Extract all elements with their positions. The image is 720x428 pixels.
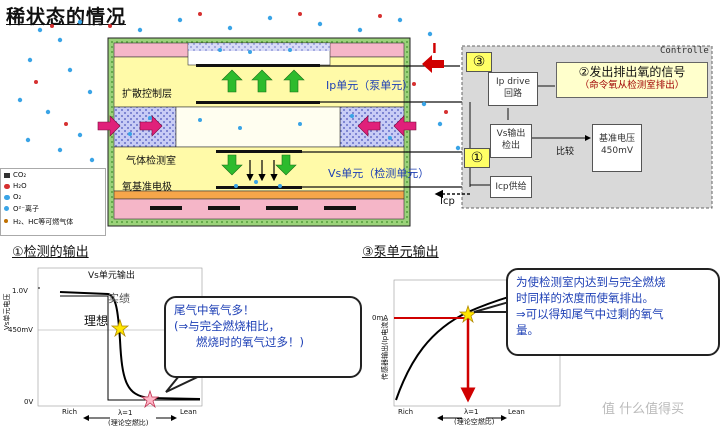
- vs-detect-line2: 检出: [501, 141, 520, 151]
- marker-3: ③: [466, 52, 492, 72]
- right-bubble-line3: ⇒可以得知尾气中过剩的氧气: [516, 307, 664, 321]
- tick-0ma: 0mA: [372, 314, 389, 322]
- label-actual: 实绩: [108, 292, 130, 305]
- page-title: 稀状态的情况: [6, 6, 127, 28]
- left-section-title: ①检测的输出: [12, 245, 89, 260]
- left-chart-title: Vs单元输出: [88, 271, 135, 281]
- ref-voltage-line1: 基准电压: [598, 134, 635, 144]
- compare-label: 比较: [556, 147, 575, 157]
- icp-label: Icp: [440, 196, 455, 207]
- right-bubble-line4: 量。: [516, 323, 539, 337]
- right-x-rich: Rich: [398, 408, 414, 416]
- icp-supply-box: Icp供给: [490, 176, 532, 198]
- ref-voltage-line2: 450mV: [600, 146, 634, 156]
- label-vs-cell: Vs单元（检测单元）: [328, 167, 430, 180]
- current-label: I: [432, 42, 437, 57]
- tick-450mv: 450mV: [8, 326, 33, 334]
- left-ylabel-text: Vs单元电压: [3, 293, 11, 330]
- vs-detect-line1: Vs输出: [496, 129, 526, 139]
- legend-combustible-icon: [4, 219, 8, 223]
- label-ip-cell: Ip单元（泵单元）: [326, 79, 414, 92]
- vs-detect-box: Vs输出 检出: [490, 124, 532, 158]
- label-diffusion: 扩散控制层: [122, 89, 172, 100]
- left-bubble-line2: (⇒与完全燃烧相比，: [174, 319, 281, 333]
- right-bubble-line1: 为使检测室内达到与完全燃烧: [516, 275, 666, 289]
- legend-o2-ion: O²⁻离子: [13, 205, 40, 213]
- controller-title: Controlle: [660, 46, 709, 56]
- right-ylabel-text: 传感器输出(Ip电流): [381, 319, 389, 380]
- left-lambda: λ=1: [118, 409, 133, 417]
- ip-drive-line1: Ip drive: [495, 77, 530, 87]
- ip-drive-box: Ip drive 回路: [488, 72, 538, 106]
- label-reference-electrode: 氧基准电极: [122, 182, 172, 193]
- left-lambda-sub: (理论空燃比): [108, 419, 149, 427]
- legend-ion-icon: [4, 206, 9, 211]
- right-lambda: λ=1: [464, 408, 479, 416]
- tick-1v: 1.0V: [12, 287, 28, 295]
- legend-co2-icon: [4, 173, 10, 178]
- label-ideal: 理想: [84, 314, 109, 328]
- reference-voltage-box: 基准电压 450mV: [592, 124, 642, 172]
- left-bubble-line1: 尾气中氧气多！: [174, 303, 255, 317]
- left-chart-ylabel: Vs单元电压: [2, 294, 12, 330]
- right-chart-ylabel: 传感器输出(Ip电流): [380, 319, 390, 380]
- right-bubble-line2: 时同样的浓度而使氧排出。: [516, 291, 654, 305]
- label-chamber: 气体检测室: [126, 156, 176, 167]
- right-bubble: 为使检测室内达到与完全燃烧 时同样的浓度而使氧排出。 ⇒可以得知尾气中过剩的氧气…: [506, 268, 720, 356]
- right-x-lean: Lean: [508, 408, 525, 416]
- marker-1: ①: [464, 148, 490, 168]
- legend-h2o: H₂O: [13, 182, 27, 190]
- watermark: 值 什么值得买: [602, 402, 685, 417]
- left-bubble: 尾气中氧气多！ (⇒与完全燃烧相比， 燃烧时的氧气过多！): [164, 296, 362, 378]
- left-bubble-line3: 燃烧时的氧气过多！): [196, 335, 304, 349]
- signal-line2: （命令氧从检测室排出）: [579, 80, 685, 91]
- ip-drive-line2: 回路: [503, 89, 522, 99]
- signal-box: ②发出排出氧的信号 （命令氧从检测室排出）: [556, 62, 708, 98]
- legend-combustible: H₂、HC等可燃气体: [13, 218, 74, 226]
- left-x-lean: Lean: [180, 408, 197, 416]
- left-x-rich: Rich: [62, 408, 78, 416]
- tick-0v: 0V: [24, 398, 34, 406]
- right-section-title: ③泵单元输出: [362, 245, 439, 260]
- legend: CO₂ H₂O O₂ O²⁻离子 H₂、HC等可燃气体: [0, 168, 106, 236]
- legend-h2o-icon: [4, 184, 10, 189]
- legend-o2-icon: [4, 195, 10, 200]
- legend-o2: O₂: [13, 193, 22, 201]
- signal-line1: ②发出排出氧的信号: [578, 65, 686, 79]
- legend-co2: CO₂: [13, 171, 27, 179]
- right-lambda-sub: (理论空燃比): [454, 418, 495, 426]
